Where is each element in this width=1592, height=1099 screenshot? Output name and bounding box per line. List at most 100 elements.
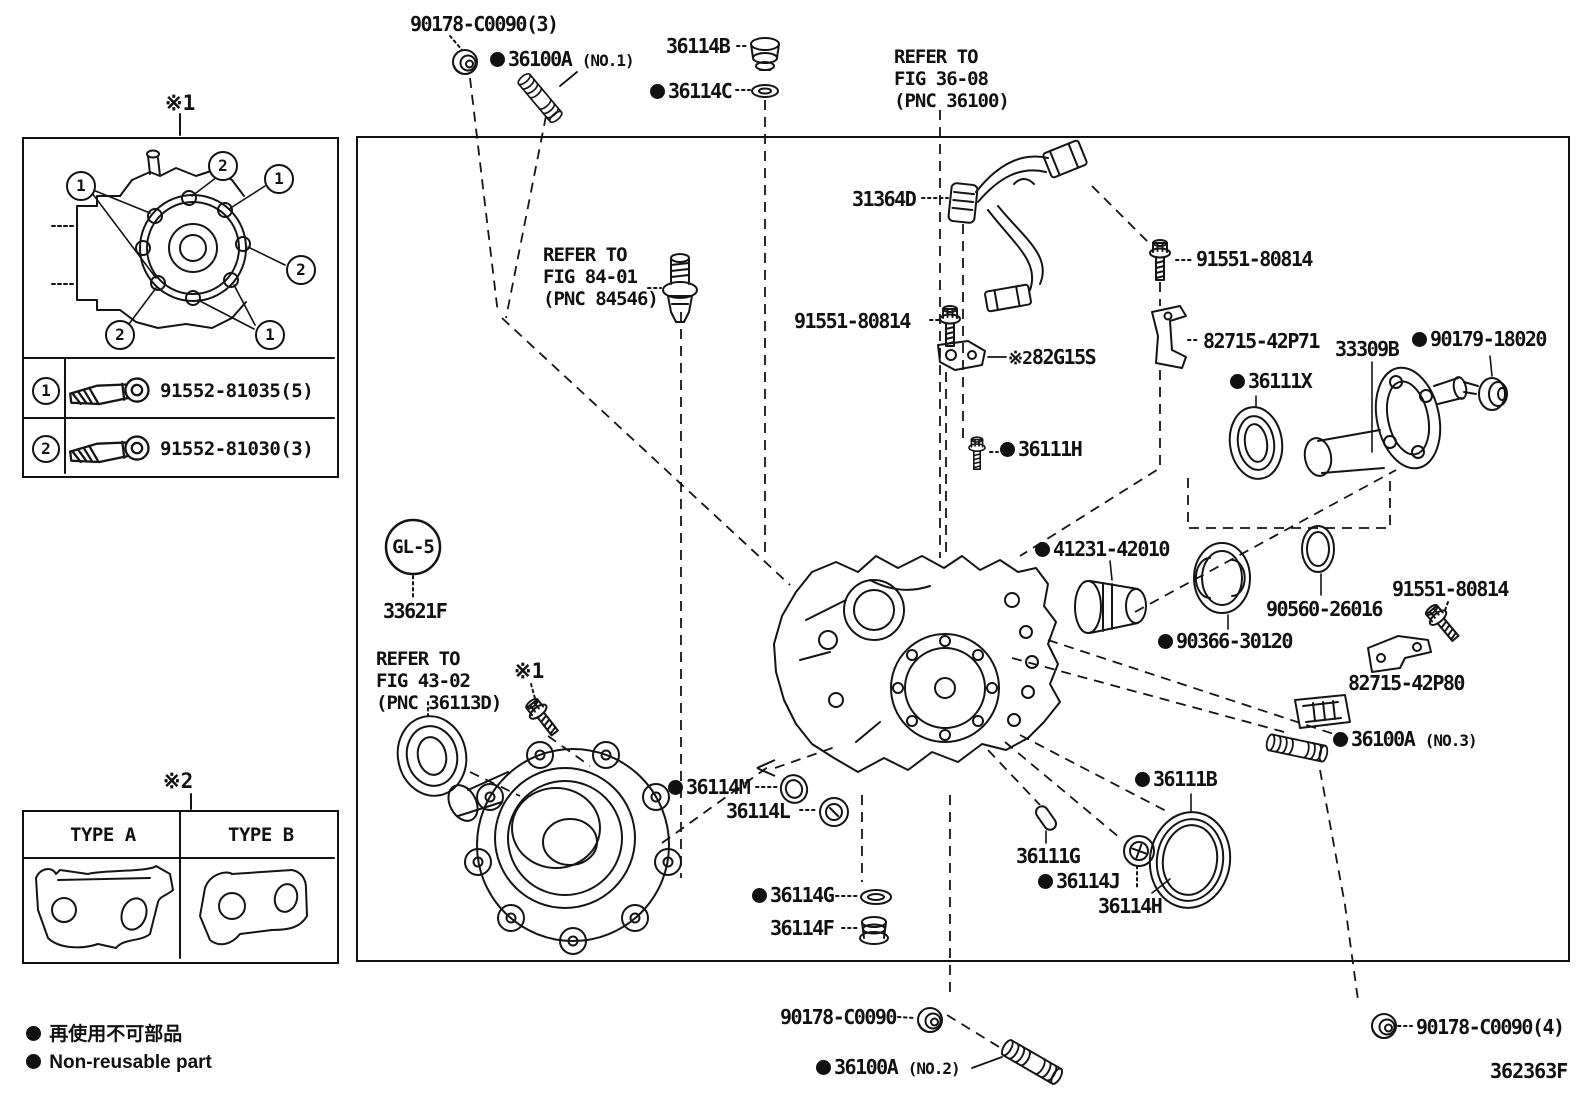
part-label-90366-30120: 90366-30120 <box>1158 629 1293 653</box>
part-number: 36114M <box>686 775 751 799</box>
part-number: 82G15S <box>1031 345 1097 369</box>
callout-2-bottomleft: 2 <box>105 320 135 350</box>
part-label-90179-18020: 90179-18020 <box>1412 327 1547 351</box>
part-label-82G15S: ※282G15S <box>1008 345 1097 370</box>
part-suffix: (NO.3) <box>1424 731 1478 750</box>
callout-2-top: 2 <box>208 151 238 181</box>
part-suffix: (NO.2) <box>907 1059 961 1078</box>
part-label-33309B: 33309B <box>1335 337 1400 361</box>
part-number: 36100A <box>834 1055 899 1079</box>
non-reusable-dot-icon <box>1135 772 1150 787</box>
non-reusable-dot-icon <box>1035 542 1050 557</box>
refer-line: (PNC 36113D) <box>376 692 502 714</box>
part-label-36114G: 36114G <box>752 883 835 907</box>
part-number: 90366-30120 <box>1176 629 1293 653</box>
marker-star2-bottom: ※2 <box>163 769 194 793</box>
non-reusable-dot-icon <box>1230 374 1245 389</box>
part-label-36114B: 36114B <box>666 34 731 58</box>
type-a-header: TYPE A <box>70 824 136 846</box>
refer-line: (PNC 84546) <box>543 288 659 310</box>
part-label-36114L: 36114L <box>726 799 791 823</box>
callout-1-left: 1 <box>66 171 96 201</box>
legend-text-en: Non-reusable part <box>49 1052 212 1073</box>
callout-2-right: 2 <box>286 255 316 285</box>
part-label-91551-80814-top: 91551-80814 <box>1196 247 1313 271</box>
part-label-91551-80814-right: 91551-80814 <box>1392 577 1509 601</box>
refer-line: REFER TO <box>376 648 461 670</box>
non-reusable-dot-icon <box>490 52 505 67</box>
legend-callout-2: 2 <box>32 435 60 463</box>
part-number: 36111X <box>1248 369 1313 393</box>
part-label-36114C: 36114C <box>650 79 733 103</box>
oil-grade-badge: GL-5 <box>392 536 435 558</box>
part-label-82715-42P80: 82715-42P80 <box>1348 671 1465 695</box>
callout-1-topright: 1 <box>264 164 294 194</box>
part-label-90178-C0090-3: 90178-C0090(3) <box>410 12 559 36</box>
part-number: 41231-42010 <box>1053 537 1170 561</box>
refer-line: REFER TO <box>894 46 979 68</box>
part-label-36100A-no3: 36100A (NO.3) <box>1333 727 1478 752</box>
marker-star1-main: ※1 <box>514 659 545 683</box>
part-label-36114J: 36114J <box>1038 869 1121 893</box>
non-reusable-dot-icon <box>1333 732 1348 747</box>
part-label-82715-42P71: 82715-42P71 <box>1203 329 1320 353</box>
non-reusable-legend-en: Non-reusable part <box>26 1052 212 1074</box>
part-label-90560-26016: 90560-26016 <box>1266 597 1383 621</box>
part-label-41231-42010: 41231-42010 <box>1035 537 1170 561</box>
non-reusable-dot-icon <box>26 1054 41 1069</box>
marker-star1-top: ※1 <box>165 91 196 115</box>
part-label-36114H: 36114H <box>1098 894 1163 918</box>
legend-part-91552-81035: 91552-81035(5) <box>160 380 314 402</box>
non-reusable-dot-icon <box>26 1026 41 1041</box>
part-label-33621F: 33621F <box>383 599 448 623</box>
non-reusable-dot-icon <box>752 888 767 903</box>
part-number: 36100A <box>508 47 573 71</box>
main-diagram-frame <box>356 136 1570 962</box>
non-reusable-dot-icon <box>650 84 665 99</box>
non-reusable-dot-icon <box>1158 634 1173 649</box>
part-label-36100A-no2: 36100A (NO.2) <box>816 1055 961 1080</box>
part-label-36111G: 36111G <box>1016 844 1081 868</box>
refer-note-fig43-02: REFER TO FIG 43-02 (PNC 36113D) <box>376 648 502 714</box>
non-reusable-dot-icon <box>1412 332 1427 347</box>
part-number: 36114C <box>668 79 733 103</box>
legend-callout-1: 1 <box>32 377 60 405</box>
part-label-36114F: 36114F <box>770 916 835 940</box>
part-number: 36111H <box>1018 437 1083 461</box>
non-reusable-dot-icon <box>1000 442 1015 457</box>
part-number: 36111B <box>1153 767 1218 791</box>
part-label-90178-C0090-bottom: 90178-C0090 <box>780 1005 897 1029</box>
refer-note-fig84-01: REFER TO FIG 84-01 (PNC 84546) <box>543 244 659 310</box>
part-label-36111X: 36111X <box>1230 369 1313 393</box>
type-b-header: TYPE B <box>228 824 294 846</box>
part-label-31364D: 31364D <box>852 187 917 211</box>
non-reusable-dot-icon <box>668 780 683 795</box>
legend-text-jp: 再使用不可部品 <box>49 1024 183 1045</box>
refer-line: FIG 43-02 <box>376 670 471 692</box>
bolt-table-frame <box>22 137 339 478</box>
part-suffix: (NO.1) <box>581 51 635 70</box>
refer-note-fig36-08: REFER TO FIG 36-08 (PNC 36100) <box>894 46 1010 112</box>
part-label-90178-C0090-4: 90178-C0090(4) <box>1416 1015 1565 1039</box>
part-number: 36114G <box>770 883 835 907</box>
non-reusable-dot-icon <box>816 1060 831 1075</box>
part-label-36114M: 36114M <box>668 775 751 799</box>
refer-line: FIG 84-01 <box>543 266 638 288</box>
refer-line: FIG 36-08 <box>894 68 989 90</box>
refer-line: REFER TO <box>543 244 628 266</box>
part-label-91551-80814-left: 91551-80814 <box>794 309 911 333</box>
part-number: 36114J <box>1056 869 1121 893</box>
non-reusable-dot-icon <box>1038 874 1053 889</box>
part-number: 90179-18020 <box>1430 327 1547 351</box>
refer-line: (PNC 36100) <box>894 90 1010 112</box>
marker-star2-inline: ※2 <box>1008 348 1033 369</box>
part-label-36111B: 36111B <box>1135 767 1218 791</box>
callout-1-bottomright: 1 <box>255 320 285 350</box>
legend-part-91552-81030: 91552-81030(3) <box>160 438 314 460</box>
figure-code: 362363F <box>1490 1059 1568 1083</box>
non-reusable-legend-jp: 再使用不可部品 <box>26 1024 182 1046</box>
part-number: 36100A <box>1351 727 1416 751</box>
part-label-36111H: 36111H <box>1000 437 1083 461</box>
